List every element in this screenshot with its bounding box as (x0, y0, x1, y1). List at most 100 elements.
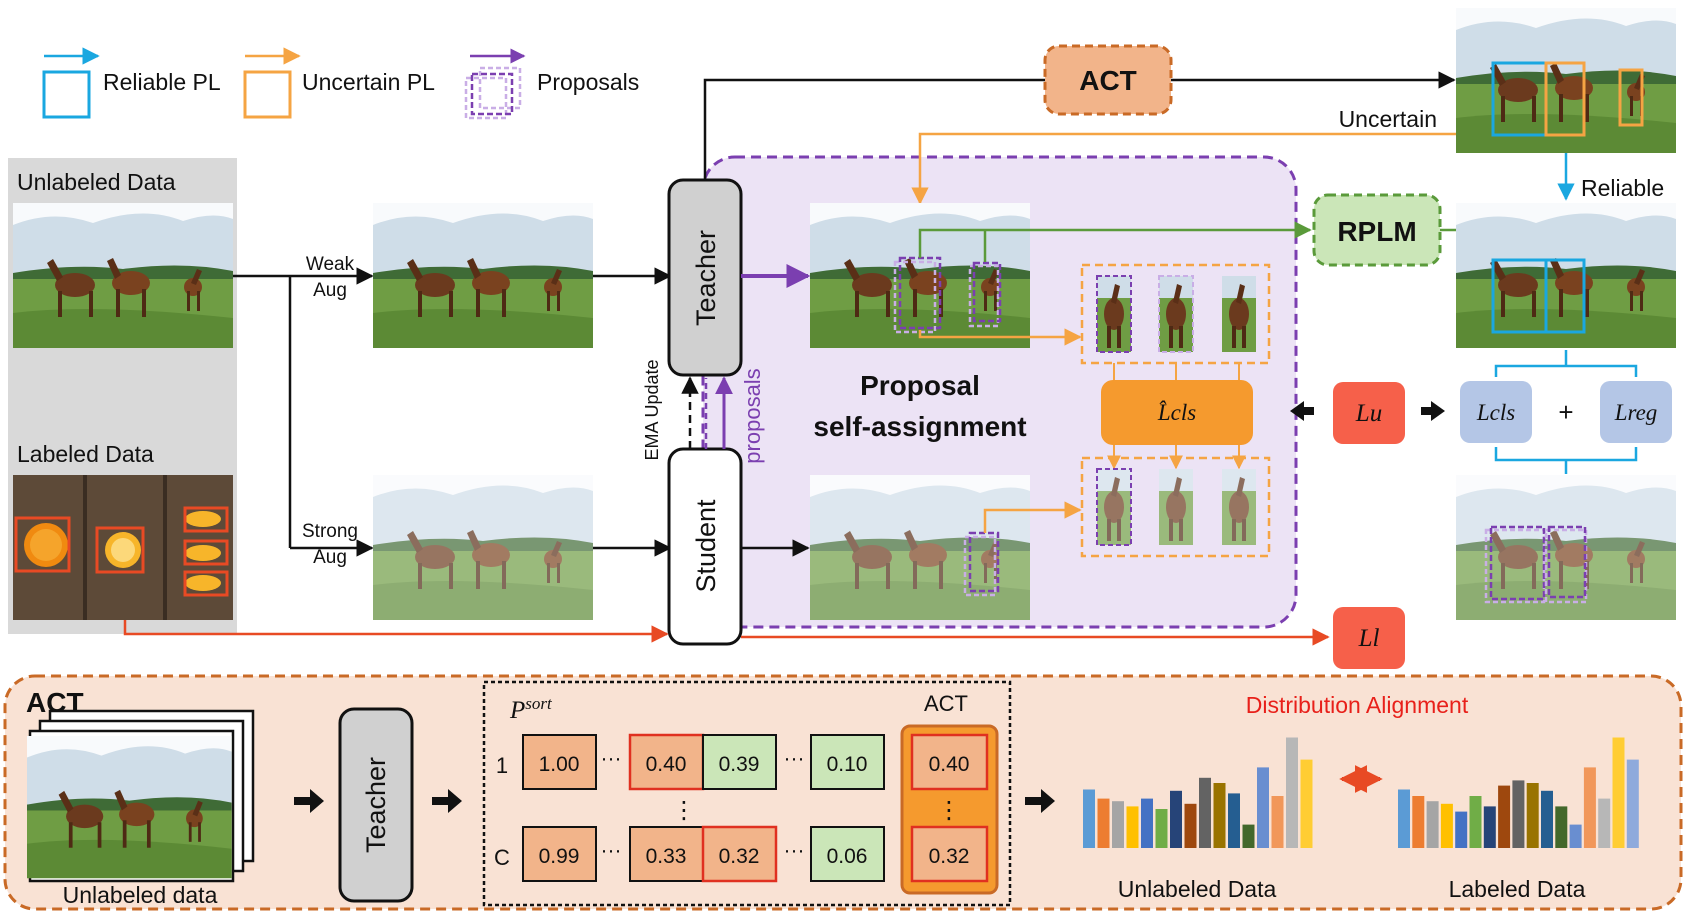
p-sort-label: Psort (509, 694, 553, 724)
hist-labeled-bar-4 (1455, 811, 1468, 848)
l-cls-label: Lcls (1476, 400, 1515, 425)
act-arrow (432, 789, 462, 813)
hist-unlabeled-bar-2 (1112, 801, 1124, 848)
top-right-box (1544, 61, 1586, 137)
hist-unlabeled-bar-5 (1155, 809, 1168, 848)
student-pl-box (1547, 525, 1587, 599)
legend-reliable-label: Reliable PL (103, 69, 221, 95)
hist-labeled-bar-8 (1512, 780, 1525, 848)
ellipsis: ··· (601, 839, 622, 862)
hist-labeled-bar-0 (1398, 789, 1410, 848)
cell-row1-3 (810, 734, 885, 790)
rplm-block-label: RPLM (1337, 216, 1416, 247)
vertical-dots: ⋮ (672, 797, 696, 824)
p-sort-matrix (482, 680, 1012, 907)
cell-row1-2 (702, 734, 777, 790)
hist-unlabeled-bar-15 (1300, 759, 1313, 848)
l-cls-block (1460, 381, 1532, 443)
cell-rowc-2-value: 0.32 (719, 845, 760, 868)
strong-aug-haze (373, 475, 593, 620)
augmentation-branch (233, 267, 374, 557)
l-cls-hat-label: L̂cls (1157, 399, 1196, 425)
act-block-label: ACT (1079, 65, 1137, 96)
hist-labeled-bar-7 (1498, 785, 1511, 848)
hist-unlabeled-bar-4 (1141, 798, 1153, 848)
labeled-box (95, 526, 145, 574)
ll-block (1333, 607, 1405, 669)
proposals-label: proposals (740, 368, 765, 463)
cell-row1-0-value: 1.00 (539, 753, 580, 776)
lu-label: Lu (1355, 400, 1382, 427)
reliable-pl-swatch (42, 70, 91, 119)
vertical-dots: ⋮ (937, 797, 961, 824)
uncertain-arrow (911, 132, 1456, 205)
teacher-crop-arrow (918, 328, 1082, 346)
act-panel (3, 674, 1683, 911)
ll-label: Ll (1358, 625, 1380, 652)
cell-row1-1 (628, 733, 705, 791)
teacher-label: Teacher (691, 230, 721, 326)
act-value-c-text: 0.32 (929, 845, 970, 868)
ema-update-label: EMA Update (642, 359, 662, 460)
teacher-crop (1097, 276, 1131, 352)
teacher-crop (1222, 276, 1256, 352)
labeled-box (183, 570, 229, 597)
hist-unlabeled-bar-7 (1184, 803, 1197, 848)
cell-row1-1-value: 0.40 (646, 753, 687, 776)
top-right-box (1618, 68, 1644, 127)
teacher-proposal-box (893, 260, 937, 334)
hist-unlabeled-bar-6 (1170, 790, 1182, 848)
hist-unlabeled-bar-0 (1083, 789, 1095, 848)
act-teacher-label: Teacher (361, 757, 391, 853)
hist-labeled-bar-1 (1412, 796, 1425, 848)
unlabeled-data-caption: Unlabeled Data (1118, 876, 1277, 902)
labeled-box (14, 516, 71, 573)
cell-rowc-1-value: 0.33 (646, 845, 687, 868)
hist-unlabeled-bar-8 (1199, 777, 1211, 848)
ellipsis: ··· (784, 747, 805, 770)
hist-unlabeled-bar-14 (1286, 737, 1298, 848)
cell-rowc-3-value: 0.06 (827, 845, 868, 868)
proposal-swatch-front (464, 76, 508, 120)
strong-aug-label-1: Strong (302, 521, 358, 542)
l-cls-hat-block (1101, 380, 1253, 445)
hist-labeled-bar-9 (1526, 783, 1539, 848)
labeled-box (183, 506, 229, 533)
act-block (1043, 44, 1173, 116)
act-value-c (910, 825, 989, 883)
rplm-input-arrow (918, 221, 1312, 258)
cell-row1-2-value: 0.39 (719, 753, 760, 776)
cell-rowc-0 (522, 826, 597, 882)
labeled-image (13, 475, 233, 620)
teacher-crop (1159, 276, 1193, 352)
cell-rowc-3 (810, 826, 885, 882)
from-supervised-arrow (1421, 401, 1445, 421)
weak-aug-label-1: Weak (306, 254, 355, 275)
act-input-caption: Unlabeled data (63, 882, 218, 908)
reliable-image (1456, 203, 1676, 348)
act-value-1 (910, 733, 989, 791)
hist-labeled-bar-16 (1626, 759, 1639, 848)
reliable-label: Reliable (1581, 175, 1664, 201)
hist-unlabeled-bar-11 (1242, 824, 1255, 848)
proposal-label: Proposal (860, 370, 980, 401)
cell-row1-0 (522, 734, 597, 790)
rplm-block (1312, 193, 1442, 267)
weak-aug-label-2: Aug (313, 280, 347, 301)
hist-labeled-bar-5 (1469, 796, 1482, 848)
hist-unlabeled-bar-13 (1271, 796, 1284, 848)
hist-unlabeled-bar-3 (1126, 806, 1139, 848)
proposal-swatch-back (478, 66, 522, 110)
teacher-proposal-box (968, 264, 1000, 328)
l-reg-block (1600, 381, 1672, 443)
cell-rowc-1 (629, 826, 704, 882)
student-label: Student (691, 499, 721, 593)
self-assignment-label: self-assignment (813, 411, 1026, 442)
hist-labeled-bar-13 (1583, 767, 1596, 848)
hist-labeled-bar-11 (1555, 806, 1568, 848)
unlabeled-data-title: Unlabeled Data (17, 169, 176, 195)
labeled-to-student-arrow (123, 620, 669, 643)
cell-rowc-0-value: 0.99 (539, 845, 580, 868)
act-arrow (1025, 789, 1055, 813)
